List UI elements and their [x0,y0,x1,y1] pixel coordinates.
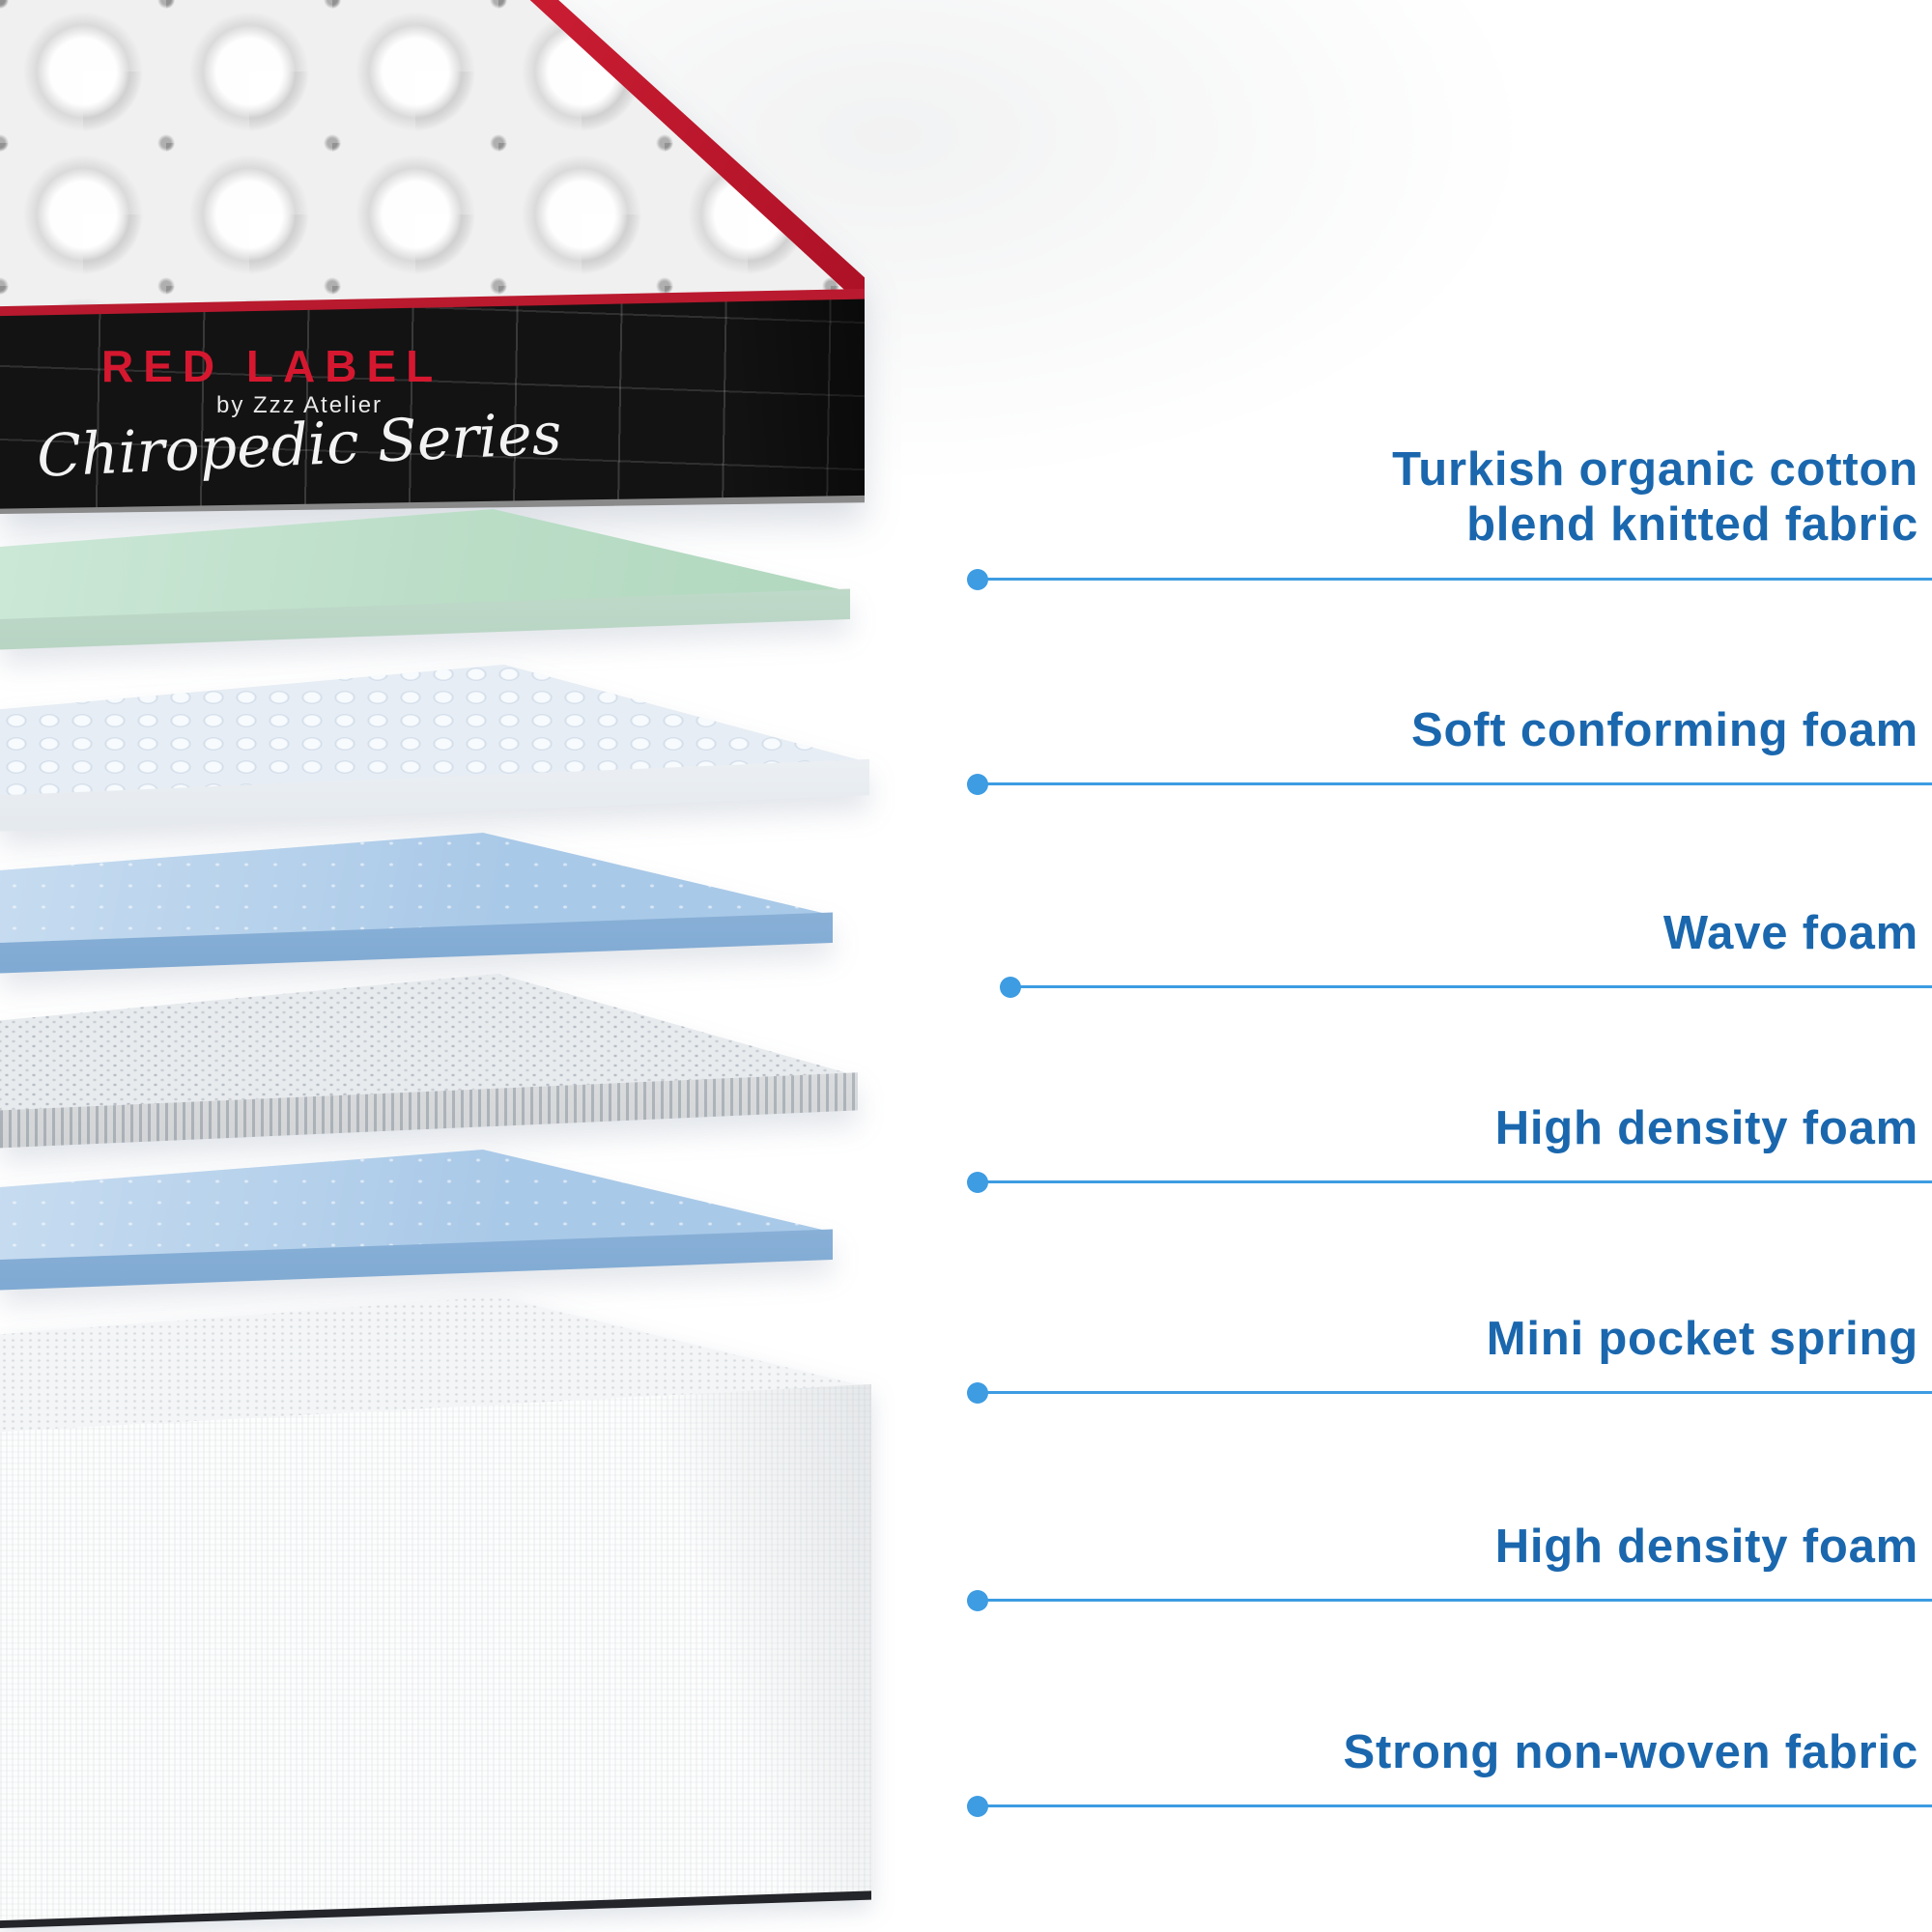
callout-label-wave-foam: Wave foam [1662,907,1918,959]
layer-hd-foam-upper [0,833,833,978]
base-front-face [0,1383,871,1928]
layer-base-fabric [0,1296,871,1928]
callout-dot [967,774,988,795]
callout-line [978,1599,1932,1602]
callout-label-pocket-spring: Mini pocket spring [1486,1313,1918,1365]
callout-line [978,782,1932,785]
callout-dot [967,1382,988,1404]
callout-line [978,1391,1932,1394]
callout-line [978,1804,1932,1807]
mattress-side-panel: RED LABEL by Zzz Atelier Chiropedic Seri… [0,298,865,512]
layer-pocket-spring [0,974,858,1153]
callout-dot [1000,977,1021,998]
brand-byline: by Zzz Atelier [216,392,384,418]
brand-name: RED LABEL [101,341,443,391]
callout-label-hd-foam-upper: High density foam [1494,1102,1918,1154]
callout-label-base-fabric: Strong non-woven fabric [1343,1726,1918,1778]
callout-line [978,1180,1932,1183]
callout-dot [967,1172,988,1193]
callout-line [978,578,1932,581]
callout-label-cover: Turkish organic cotton blend knitted fab… [1392,443,1918,551]
callout-label-hd-foam-lower: High density foam [1494,1520,1918,1573]
callout-line [1010,985,1932,988]
callout-dot [967,569,988,590]
callout-dot [967,1590,988,1611]
callout-label-soft-foam: Soft conforming foam [1410,704,1918,756]
layer-wave-foam [0,665,869,837]
layer-cover: RED LABEL by Zzz Atelier Chiropedic Seri… [0,0,865,514]
callout-dot [967,1796,988,1817]
layer-soft-foam [0,509,850,654]
brand-series: Chiropedic Series [35,400,563,491]
layer-hd-foam-lower [0,1150,833,1294]
